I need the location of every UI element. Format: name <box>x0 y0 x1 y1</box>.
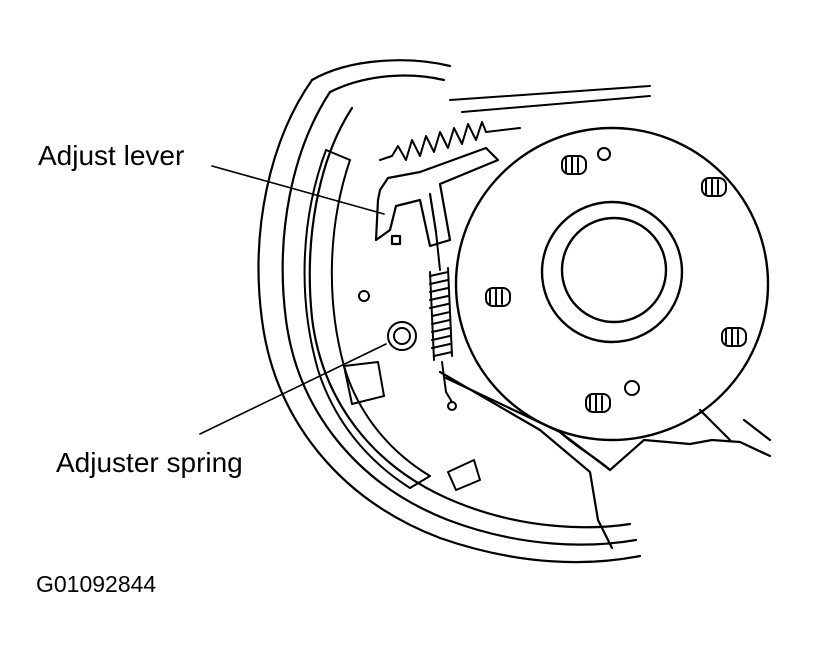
adjuster-spring-label: Adjuster spring <box>56 447 243 478</box>
return-spring <box>379 85 651 161</box>
wheel-stud <box>585 393 611 413</box>
wheel-stud <box>701 177 727 197</box>
adjuster-spring <box>429 231 457 411</box>
hub-flange <box>454 126 770 442</box>
pliers-tool <box>438 370 772 550</box>
adjust-lever <box>374 146 500 248</box>
figure-id: G01092844 <box>36 571 157 597</box>
wheel-stud <box>721 327 747 347</box>
plate-holes <box>358 290 417 351</box>
leader-line-adjuster-spring <box>199 343 387 435</box>
leader-line-adjust-lever <box>211 165 385 215</box>
brake-shoe <box>303 149 481 491</box>
wheel-stud <box>485 287 511 307</box>
wheel-studs <box>485 147 747 413</box>
wheel-stud <box>561 155 587 175</box>
adjust-lever-label: Adjust lever <box>38 140 185 171</box>
backing-plate <box>257 59 642 564</box>
